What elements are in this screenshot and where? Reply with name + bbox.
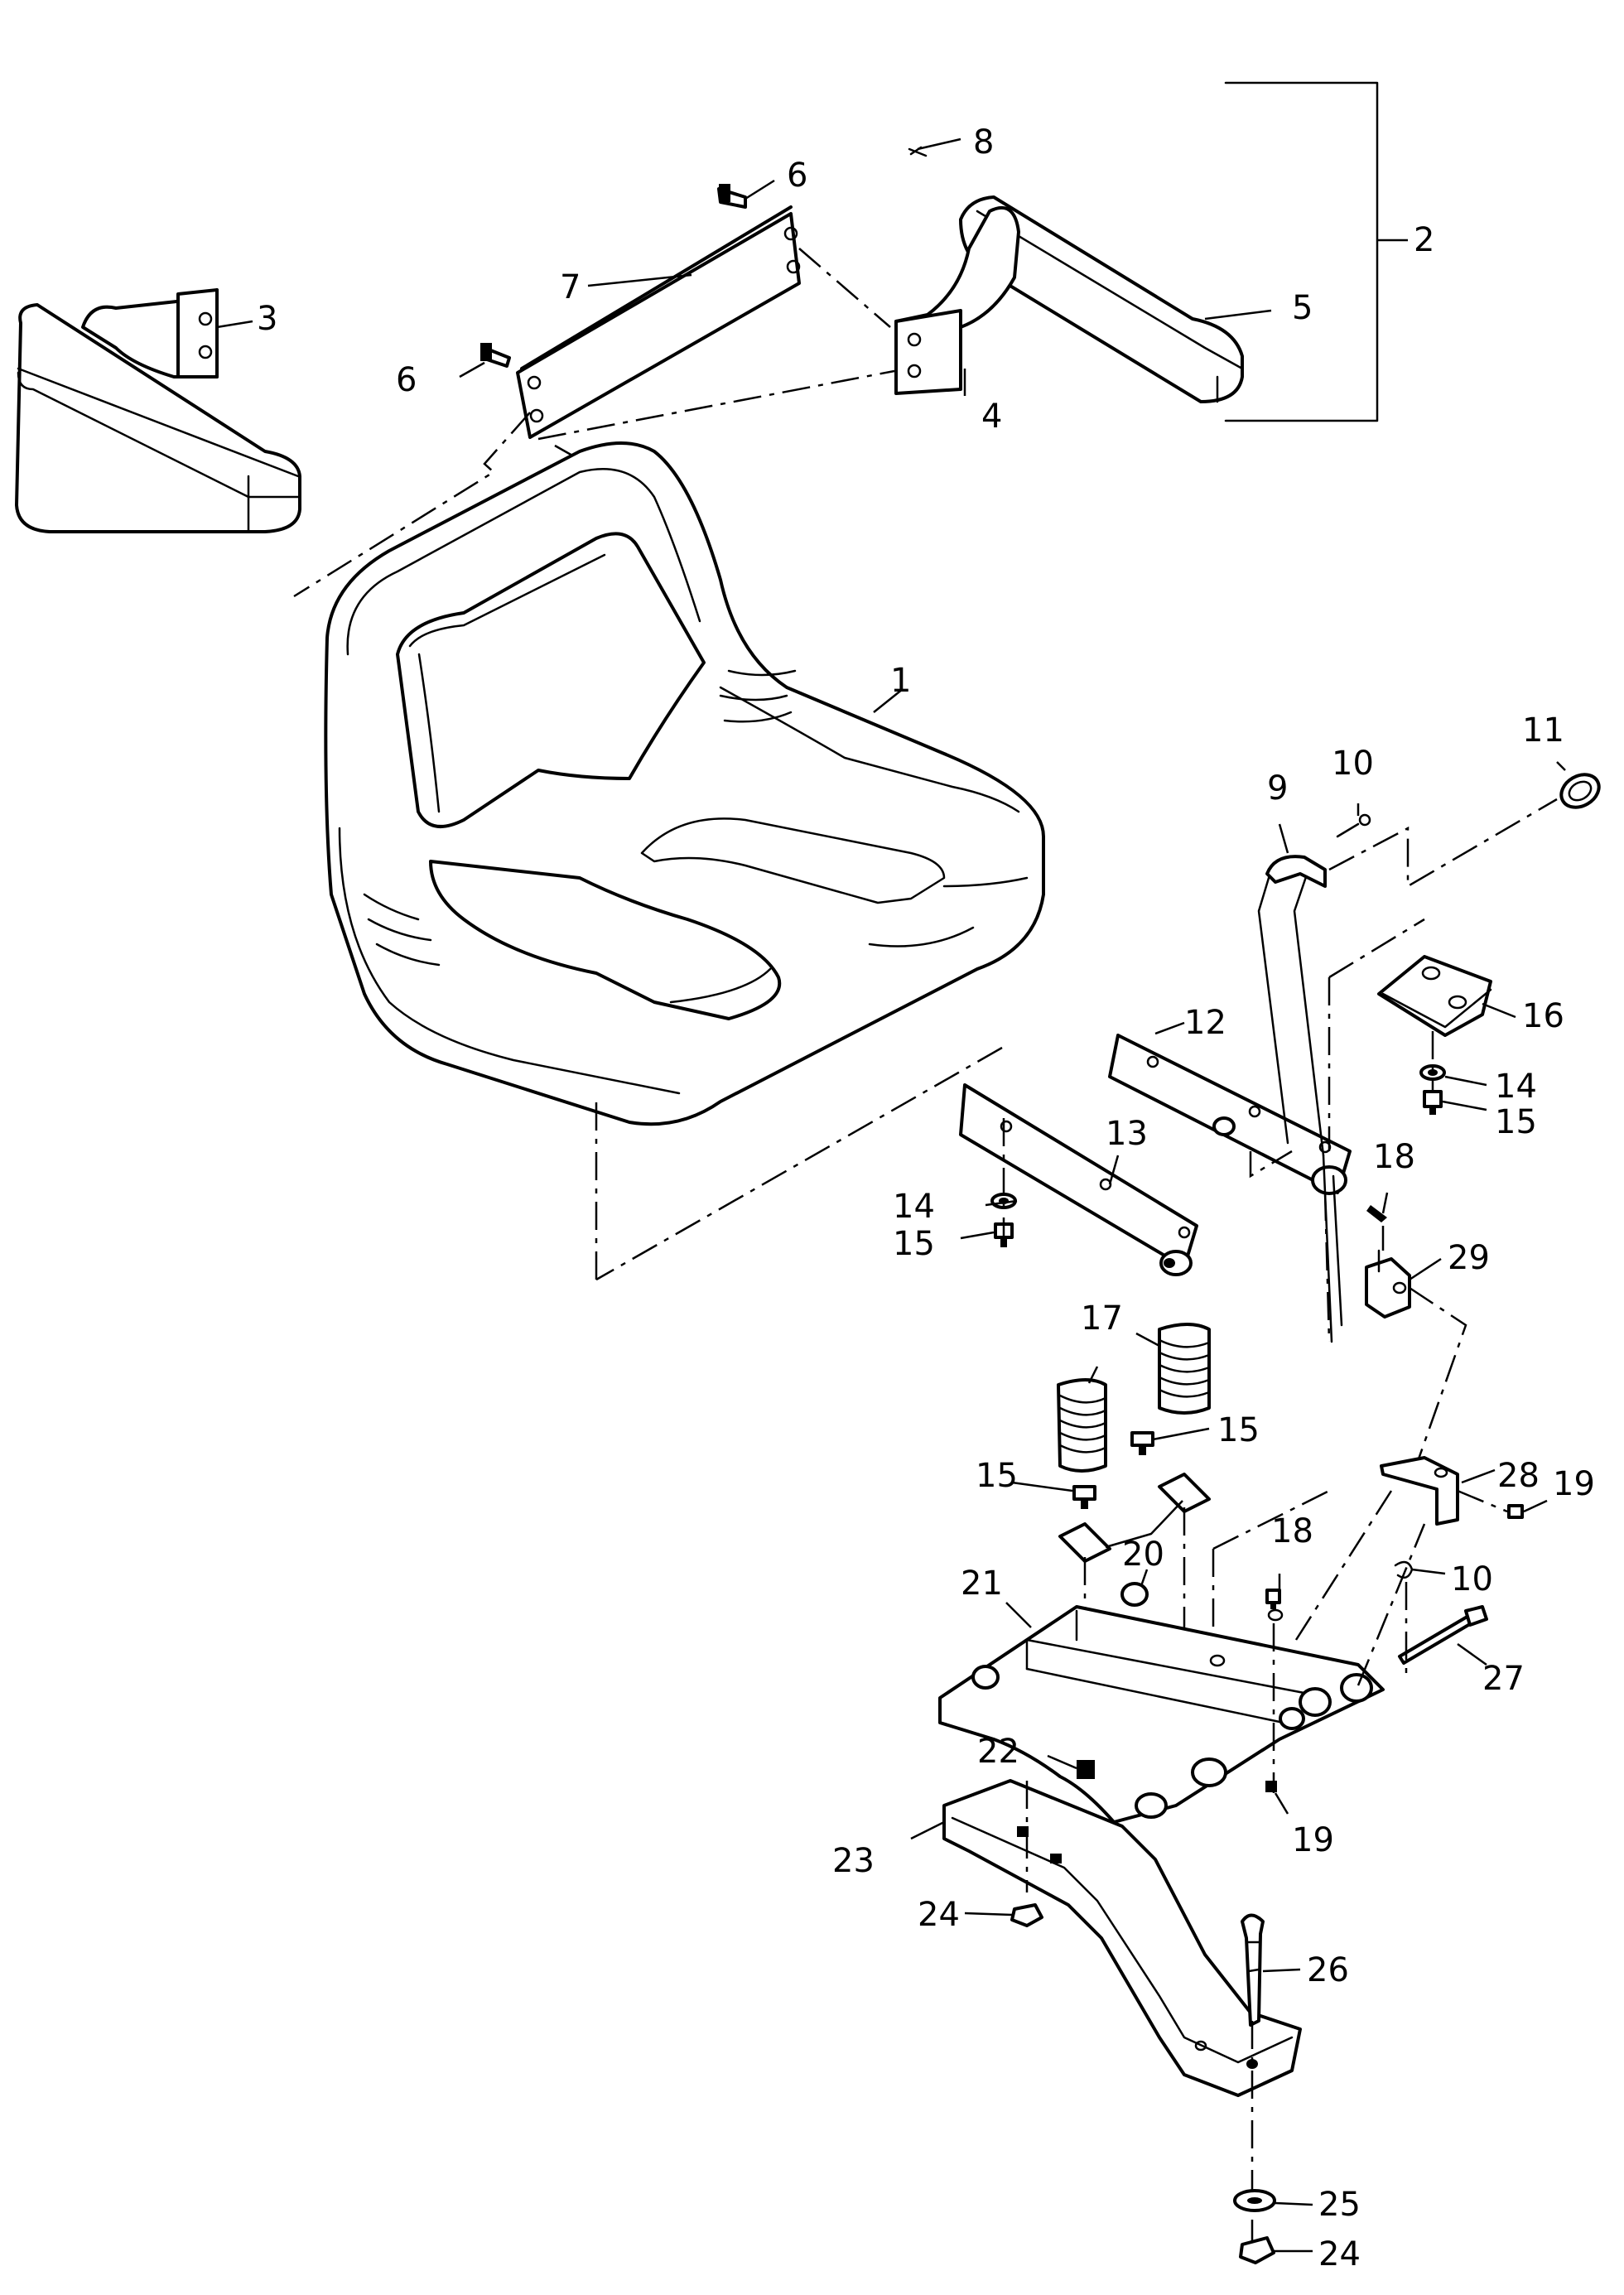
callout-13: 13 [1106,1115,1148,1153]
callout-21: 21 [961,1565,1003,1603]
callout-24-lower: 24 [1318,2235,1361,2273]
callout-8: 8 [973,123,994,162]
armrest-assembly-bracket [1224,81,1408,422]
hinge-bracket-28 [1380,1456,1459,1526]
callout-6-upper: 6 [787,157,807,195]
washer-25 [1233,2189,1276,2212]
callout-27: 27 [1482,1660,1525,1698]
bolt-6-lower [480,343,511,368]
callout-18-upper: 18 [1373,1138,1415,1176]
pivot-bolt-27 [1398,1605,1488,1665]
callout-15-spring-right: 15 [1217,1411,1260,1449]
callout-5: 5 [1292,289,1313,327]
seat-base-plate-21 [938,1582,1385,1824]
bolt-15-spring-right [1130,1431,1154,1455]
callout-24-upper: 24 [918,1896,960,1934]
callout-17: 17 [1081,1299,1123,1338]
callout-15-right: 15 [1495,1103,1537,1141]
callout-26: 26 [1307,1951,1349,1989]
spring-seat-plates [1058,1473,1211,1563]
callout-15-spring-left: 15 [976,1457,1018,1495]
seat-centerlines [595,1046,1003,1281]
latch-dash-lines [1294,1226,1467,1641]
knob-11 [1559,773,1601,809]
callout-22: 22 [977,1733,1019,1771]
callout-15-left: 15 [893,1225,935,1263]
bolt-15-right [1423,1090,1443,1115]
nut-22 [1077,1760,1095,1779]
nut-24-lower [1239,2236,1275,2264]
bolt-26 [1241,1913,1265,2027]
seat-rail-13 [959,1083,1198,1276]
callout-10-lower: 10 [1451,1560,1493,1598]
lever-dash-lines [1249,798,1558,1343]
leader-lines [216,137,1566,2253]
callout-28: 28 [1497,1457,1540,1495]
base-plate-dash-lines [1272,1489,1508,1793]
seat [324,441,1045,1126]
left-armrest [15,288,301,533]
clip-10-top [1336,813,1371,838]
spring-17-left [1057,1378,1107,1473]
callout-20: 20 [1122,1536,1164,1574]
nut-24-upper [1010,1903,1043,1927]
callout-10-upper: 10 [1332,745,1374,783]
callout-19-upper: 19 [1553,1465,1595,1503]
callout-7: 7 [560,268,581,306]
callout-9: 9 [1267,769,1288,808]
callout-14-right: 14 [1495,1068,1537,1106]
pin-18-lower [1265,1589,1281,1609]
callout-11: 11 [1522,711,1564,750]
callout-29: 29 [1448,1239,1490,1277]
spring-17-right [1158,1323,1211,1415]
callout-23: 23 [832,1842,875,1880]
callout-19-lower: 19 [1292,1821,1334,1859]
bracket-16 [1377,955,1492,1037]
latch-29 [1365,1249,1411,1319]
nut-19-lower [1265,1781,1277,1792]
callout-4: 4 [981,398,1002,436]
bolt-6-upper [717,184,747,209]
callout-2: 2 [1414,221,1434,259]
callout-1: 1 [890,662,911,700]
callout-6-lower: 6 [396,361,417,399]
right-armrest [894,146,1244,403]
pin-18-upper [1366,1205,1387,1222]
mounting-bracket-23 [942,1779,1302,2097]
callout-16: 16 [1522,997,1564,1035]
callout-labels: 1 2 3 4 5 6 6 7 8 9 10 10 11 12 13 14 14… [257,123,1595,2273]
armrest-mounting-plate [516,205,801,439]
callout-14-left: 14 [893,1188,935,1226]
callout-25: 25 [1318,2186,1361,2224]
callout-18-lower: 18 [1271,1512,1313,1550]
callout-12: 12 [1184,1004,1226,1042]
bolt-15-spring-left [1072,1485,1096,1509]
nut-19-upper [1507,1504,1524,1519]
callout-3: 3 [257,300,277,338]
